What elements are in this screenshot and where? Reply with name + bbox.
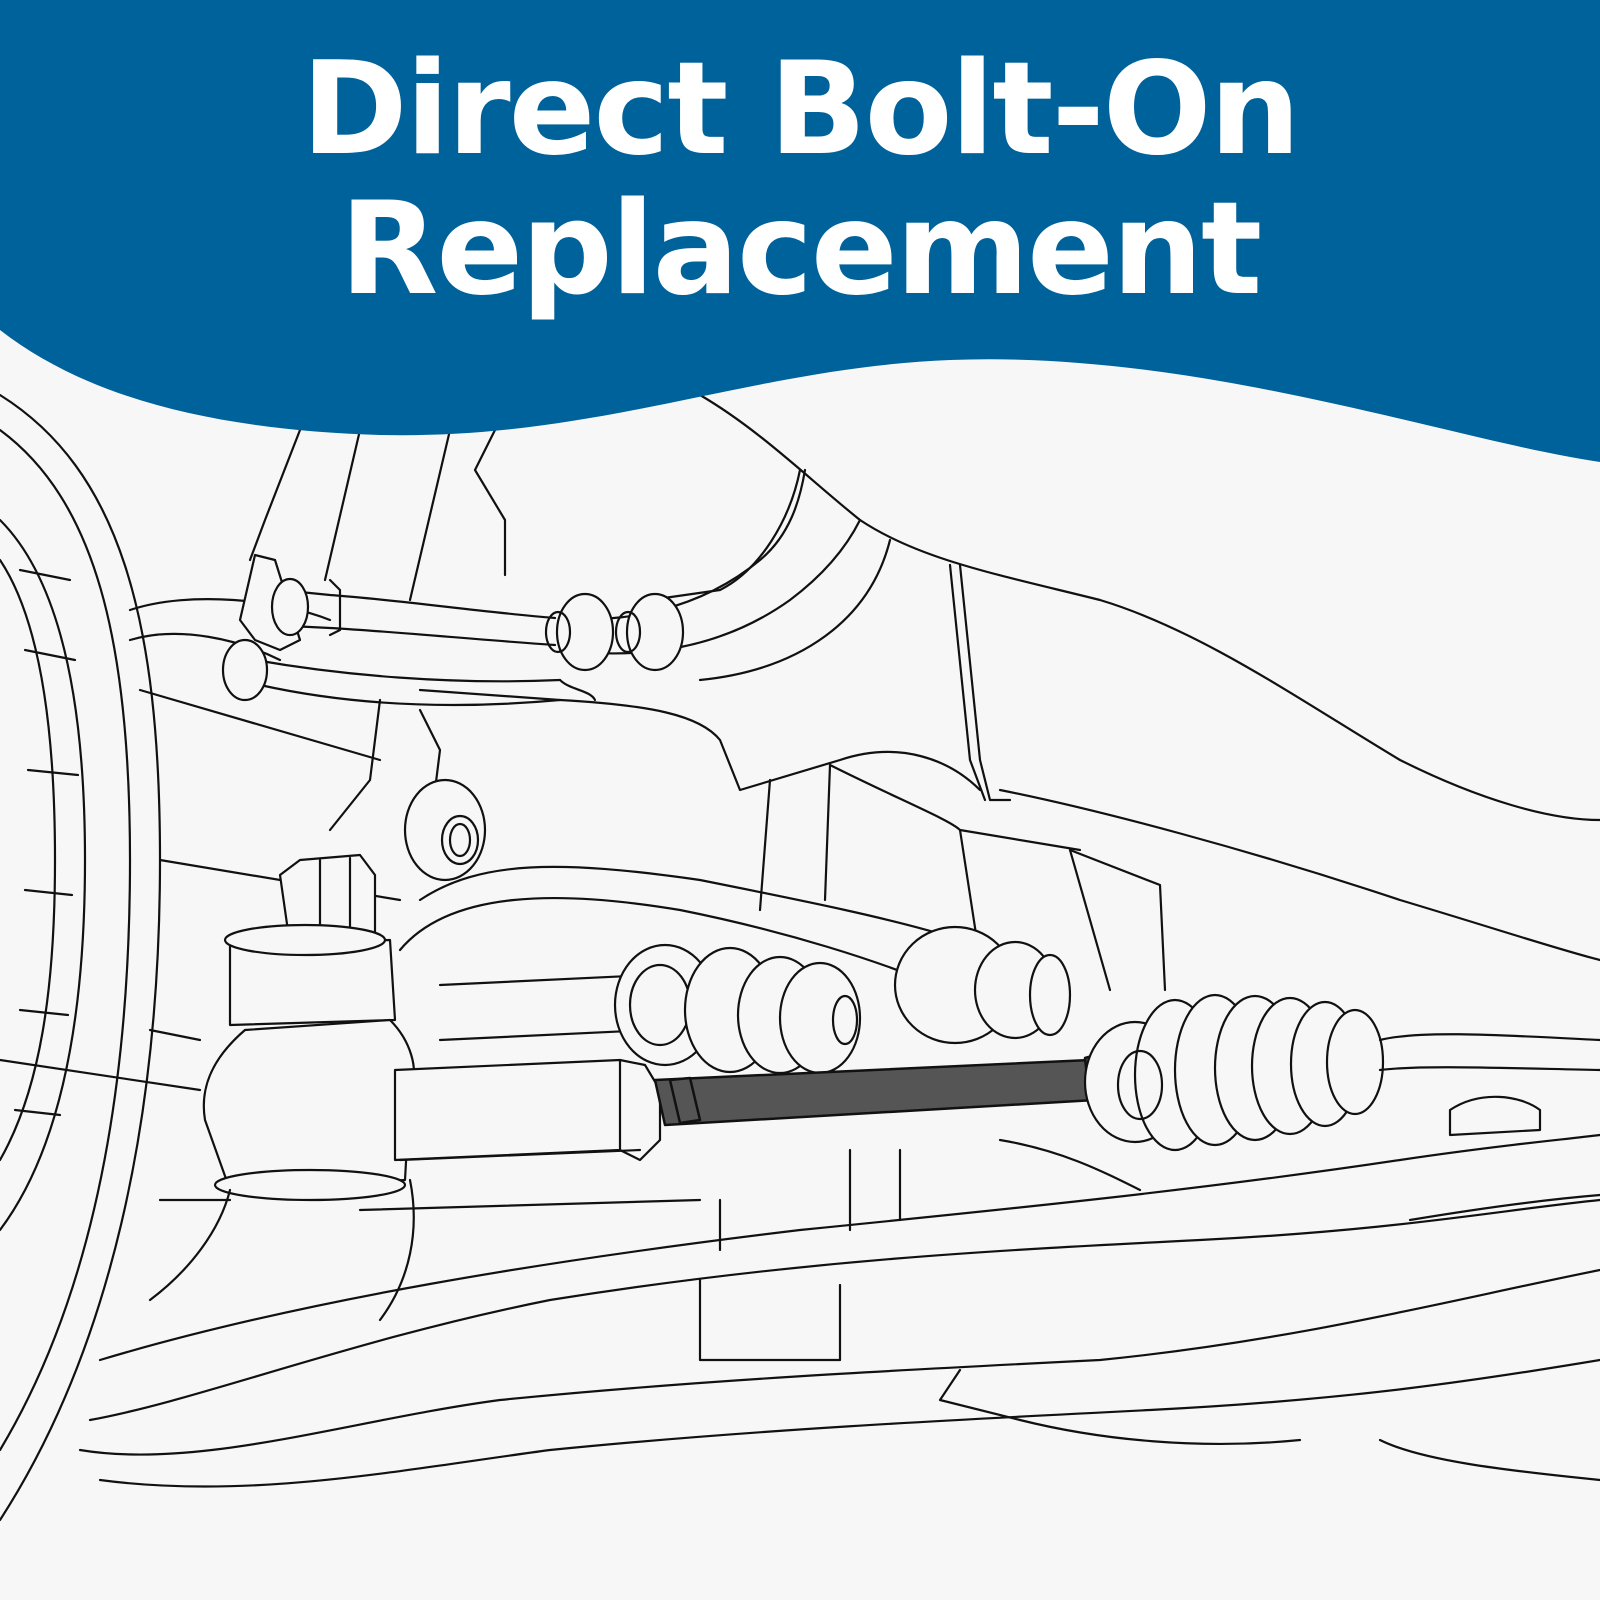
steering-rack-drawing — [398, 865, 1072, 1075]
rack-boot-drawing — [1083, 993, 1600, 1152]
outer-tie-rod-end-drawing — [202, 853, 662, 1202]
headline: Direct Bolt-On Replacement — [0, 40, 1600, 320]
frame-bushing-drawing — [403, 778, 487, 882]
wheel-drawing — [0, 393, 162, 1522]
headline-line-1: Direct Bolt-On — [301, 35, 1300, 184]
stabilizer-bar-drawing — [221, 468, 862, 707]
banner-wave-shape — [0, 0, 1600, 462]
headline-line-2: Replacement — [339, 175, 1262, 324]
lower-control-arm-drawing — [0, 1028, 1600, 1488]
header-banner: Direct Bolt-On Replacement — [0, 0, 1600, 470]
chassis-drawing — [128, 393, 1600, 992]
